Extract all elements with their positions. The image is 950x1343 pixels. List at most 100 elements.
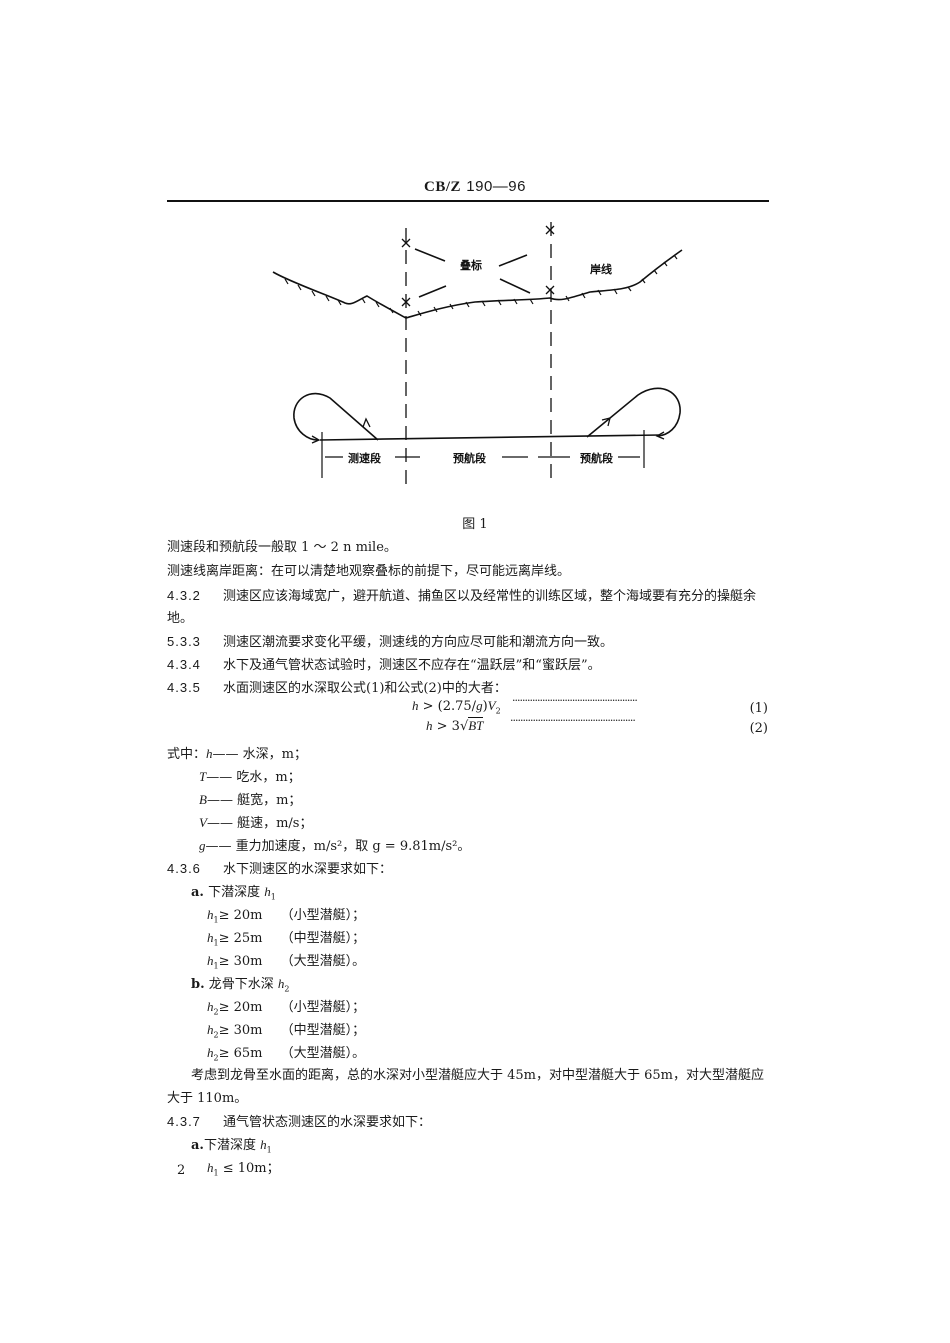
submarine-class: （小型潜艇）； xyxy=(280,908,366,923)
item-label: b. xyxy=(191,977,205,992)
right-turn-loop xyxy=(586,387,681,438)
section-text: 水面测速区的水深取公式(1)和公式(2)中的大者： xyxy=(223,681,507,696)
paragraph-shore-distance: 测速线离岸距离：在可以清楚地观察叠标的前提下，尽可能远离岸线。 xyxy=(167,564,571,579)
requirement-h2-medium: h2 ≥ 30m （中型潜艇）； xyxy=(207,1021,365,1045)
item-title: 龙骨下水深 xyxy=(208,977,274,992)
submarine-class: （大型潜艇）。 xyxy=(280,1046,366,1061)
subscript: 2 xyxy=(284,984,290,994)
subsection-4-3-7-a-title: a.下潜深度 h1 xyxy=(191,1136,272,1160)
where-b: B—— 艇宽，m； xyxy=(199,791,301,810)
section-text: 测速区应该海域宽广，避开航道、捕鱼区以及经常性的训练区域，整个海域要有充分的操艇… xyxy=(223,589,757,604)
symbol: h xyxy=(207,1160,214,1175)
submarine-class: （大型潜艇）。 xyxy=(280,954,366,969)
symbol-description: —— 艇速，m/s； xyxy=(206,816,313,831)
document-code-prefix: CB/Z xyxy=(423,179,461,195)
section-text: 水下测速区的水深要求如下： xyxy=(223,862,393,877)
measured-segment-label: 测速段 xyxy=(348,451,381,465)
requirement-h1-large: h1 ≥ 30m（大型潜艇）。 xyxy=(207,952,365,976)
requirement-h2-large: h2 ≥ 65m（大型潜艇）。 xyxy=(207,1044,365,1068)
measured-run-line xyxy=(319,434,661,441)
section-text: 测速区潮流要求变化平缓，测速线的方向应尽可能和潮流方向一致。 xyxy=(223,635,614,650)
subsection-b-title: b. 龙骨下水深 h2 xyxy=(191,975,290,999)
formula-symbol-h: h xyxy=(412,698,419,713)
section-number: 4.3.5 xyxy=(167,680,201,695)
figure-caption: 图 1 xyxy=(462,517,488,532)
formula-symbol-g: g xyxy=(476,698,483,713)
formula-text: > (2.75/ xyxy=(418,699,477,714)
symbol: T xyxy=(199,769,207,784)
document-code: CB/Z 190—96 xyxy=(0,177,950,196)
submarine-class: （小型潜艇）； xyxy=(280,1000,366,1015)
requirement-snorkel-h1: h1 ≤ 10m； xyxy=(207,1159,280,1183)
sqrt-sign: √ xyxy=(459,719,469,734)
requirement-value: ≥ 20m xyxy=(218,908,263,923)
requirement-h2-small: h2 ≥ 20m （小型潜艇）； xyxy=(207,998,365,1022)
formula-text: > 3 xyxy=(432,719,460,734)
subscript: 1 xyxy=(213,1168,219,1178)
section-number: 4.3.4 xyxy=(167,657,201,672)
subscript: 1 xyxy=(213,915,219,925)
formula-2-number: (2) xyxy=(749,721,768,736)
subscript: 2 xyxy=(213,1053,219,1063)
requirement-h1-medium: h1 ≥ 25m（中型潜艇）； xyxy=(207,929,365,953)
leader-dots: ········································… xyxy=(510,714,636,727)
symbol-description: —— 艇宽，m； xyxy=(206,793,302,808)
section-number: 4.3.7 xyxy=(167,1114,201,1129)
note-total-depth-line2: 大于 110m。 xyxy=(167,1091,248,1106)
where-t: T—— 吃水，m； xyxy=(199,768,301,787)
subsection-a-title: a. 下潜深度 h1 xyxy=(191,883,276,907)
formula-2: h > 3√BT ·······························… xyxy=(426,714,636,734)
symbol: h xyxy=(207,907,214,922)
shoreline-hatching xyxy=(284,254,678,317)
symbol: g xyxy=(199,838,206,853)
requirement-value: ≥ 25m xyxy=(218,931,263,946)
requirement-h1-small: h1 ≥ 20m （小型潜艇）； xyxy=(207,906,365,930)
requirement-value: ≥ 30m xyxy=(218,954,263,969)
where-intro: 式中： xyxy=(167,747,207,762)
subscript: 2 xyxy=(213,1007,219,1017)
approach-segment-label-2: 预航段 xyxy=(580,451,613,465)
symbol-description: —— 重力加速度，m/s²，取 g = 9.81m/s²。 xyxy=(205,839,471,854)
section-text: 水下及通气管状态试验时，测速区不应存在“温跃层”和“蜜跃层”。 xyxy=(223,658,601,673)
item-label: a. xyxy=(191,885,204,900)
symbol: V xyxy=(199,815,207,830)
formula-symbol-v: V xyxy=(487,698,496,713)
shoreline-label: 岸线 xyxy=(590,262,612,276)
subscript: 2 xyxy=(213,1030,219,1040)
symbol: h xyxy=(264,884,271,899)
item-title: 下潜深度 xyxy=(208,885,261,900)
left-turn-loop xyxy=(293,392,379,441)
formula-1-number: (1) xyxy=(749,701,768,716)
symbol: h xyxy=(207,953,214,968)
section-4-3-2: 4.3.2 测速区应该海域宽广，避开航道、捕鱼区以及经常性的训练区域，整个海域要有… xyxy=(167,587,756,606)
symbol: h xyxy=(206,746,213,761)
approach-segment-label-1: 预航段 xyxy=(453,451,486,465)
section-text: 通气管状态测速区的水深要求如下： xyxy=(223,1115,432,1130)
formula-text: ) xyxy=(482,699,488,714)
where-g: g—— 重力加速度，m/s²，取 g = 9.81m/s²。 xyxy=(199,837,470,856)
formula-subscript: 2 xyxy=(495,706,501,716)
symbol: h xyxy=(207,930,214,945)
symbol: B xyxy=(199,792,207,807)
shoreline-curve xyxy=(272,249,683,319)
section-number: 4.3.2 xyxy=(167,588,201,603)
submarine-class: （中型潜艇）； xyxy=(280,1023,366,1038)
section-4-3-5: 4.3.5 水面测速区的水深取公式(1)和公式(2)中的大者： xyxy=(167,679,507,698)
requirement-value: ≥ 30m xyxy=(218,1023,263,1038)
section-4-3-4: 4.3.4 水下及通气管状态试验时，测速区不应存在“温跃层”和“蜜跃层”。 xyxy=(167,656,601,675)
subscript: 1 xyxy=(213,938,219,948)
requirement-value: ≤ 10m； xyxy=(218,1161,280,1176)
symbol: h xyxy=(207,999,214,1014)
where-h: 式中：h—— 水深，m； xyxy=(167,745,307,764)
leader-dots: ········································… xyxy=(512,694,638,707)
formula-1: h > (2.75/g)V2 ·························… xyxy=(412,694,638,716)
note-total-depth-line1: 考虑到龙骨至水面的距离，总的水深对小型潜艇应大于 45m，对中型潜艇大于 65m… xyxy=(191,1068,765,1083)
symbol: h xyxy=(207,1022,214,1037)
symbol: h xyxy=(207,1045,214,1060)
requirement-value: ≥ 20m xyxy=(218,1000,263,1015)
subscript: 1 xyxy=(270,892,276,902)
symbol-description: —— 水深，m； xyxy=(212,747,307,762)
range-marks-label: 叠标 xyxy=(460,258,482,272)
